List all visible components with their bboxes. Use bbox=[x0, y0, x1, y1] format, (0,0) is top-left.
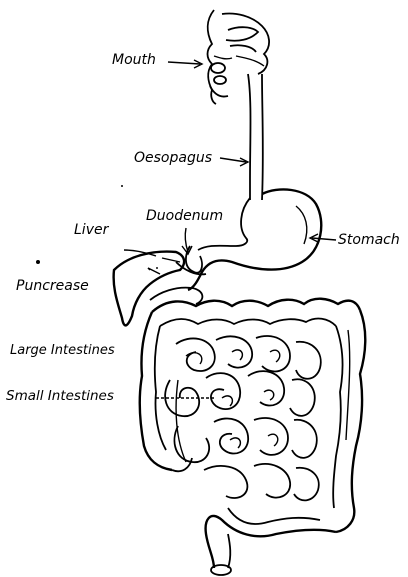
small-intestine bbox=[165, 336, 321, 500]
label-small-intestines: Small Intestines bbox=[6, 388, 114, 404]
stomach-pointer bbox=[312, 238, 336, 240]
duodenum-pointer bbox=[185, 228, 188, 252]
label-pancreas: Puncrease bbox=[16, 278, 89, 294]
mouth-pointer bbox=[168, 62, 200, 64]
label-stomach: Stomach bbox=[338, 232, 400, 248]
label-large-intestines: Large Intestines bbox=[10, 343, 115, 358]
large-intestine bbox=[140, 299, 365, 575]
label-liver: Liver bbox=[74, 222, 110, 238]
mouth-structure bbox=[208, 10, 270, 104]
stomach bbox=[188, 189, 321, 290]
label-oesophagus: Oesopagus bbox=[134, 150, 212, 166]
large-intestine-pointer bbox=[148, 268, 160, 274]
ink-speck bbox=[36, 260, 40, 264]
label-duodenum: Duodenum bbox=[146, 208, 223, 224]
label-mouth: Mouth bbox=[112, 52, 156, 68]
oesophagus bbox=[248, 74, 263, 200]
ink-speck-2 bbox=[121, 185, 123, 187]
